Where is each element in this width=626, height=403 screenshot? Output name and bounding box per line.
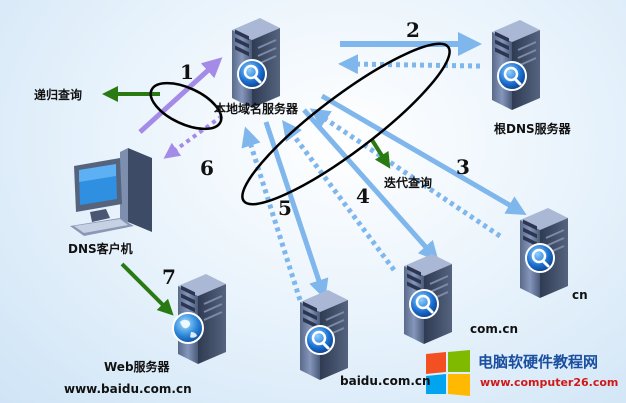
baidu-server-icon <box>299 289 349 381</box>
recursive-query-label: 递归查询 <box>34 88 83 102</box>
arrow-step-2-response <box>338 54 481 75</box>
arrow-step-6 <box>163 114 224 159</box>
step-2-number: 2 <box>406 18 420 42</box>
step-5-number: 5 <box>278 196 292 220</box>
dns-client-label: DNS客户机 <box>68 242 133 256</box>
step-1-number: 1 <box>180 60 194 84</box>
local-dns-label: 本地域名服务器 <box>214 102 299 116</box>
root-dns-server-icon <box>491 19 541 111</box>
arrow-iterative-label <box>370 138 391 169</box>
arrow-step-7 <box>120 262 174 316</box>
watermark-site-name: 电脑软硬件教程网 <box>478 353 599 371</box>
ellipse-recursive <box>149 81 223 131</box>
arrow-step-4-request <box>302 108 439 262</box>
step-3-number: 3 <box>456 155 470 179</box>
arrow-step-5-request <box>263 121 329 300</box>
arrow-step-1 <box>138 57 223 134</box>
com-cn-server-icon <box>403 253 453 345</box>
step-6-number: 6 <box>200 156 214 180</box>
ellipse-iterative <box>241 42 451 206</box>
web-server-label: Web服务器 <box>104 360 170 374</box>
cn-server-icon <box>519 207 569 299</box>
windows-logo-icon <box>426 350 470 396</box>
iterative-query-label: 迭代查询 <box>384 176 433 190</box>
arrow-step-4-response <box>282 119 397 272</box>
website-label: www.baidu.com.cn <box>64 382 192 396</box>
arrow-step-5-response <box>241 126 303 301</box>
watermark-site-url: www.computer26.com <box>480 376 619 389</box>
com-cn-label: com.cn <box>470 322 519 336</box>
step-4-number: 4 <box>356 184 370 208</box>
local-dns-server-icon <box>231 17 281 109</box>
step-7-number: 7 <box>162 265 176 289</box>
cn-label: cn <box>572 288 588 302</box>
dns-client-computer-icon <box>70 148 152 236</box>
root-dns-label: 根DNS服务器 <box>494 122 571 136</box>
baidu-com-cn-label: baidu.com.cn <box>340 374 431 388</box>
web-server-icon <box>172 273 227 365</box>
arrow-step-3-request <box>320 93 527 216</box>
